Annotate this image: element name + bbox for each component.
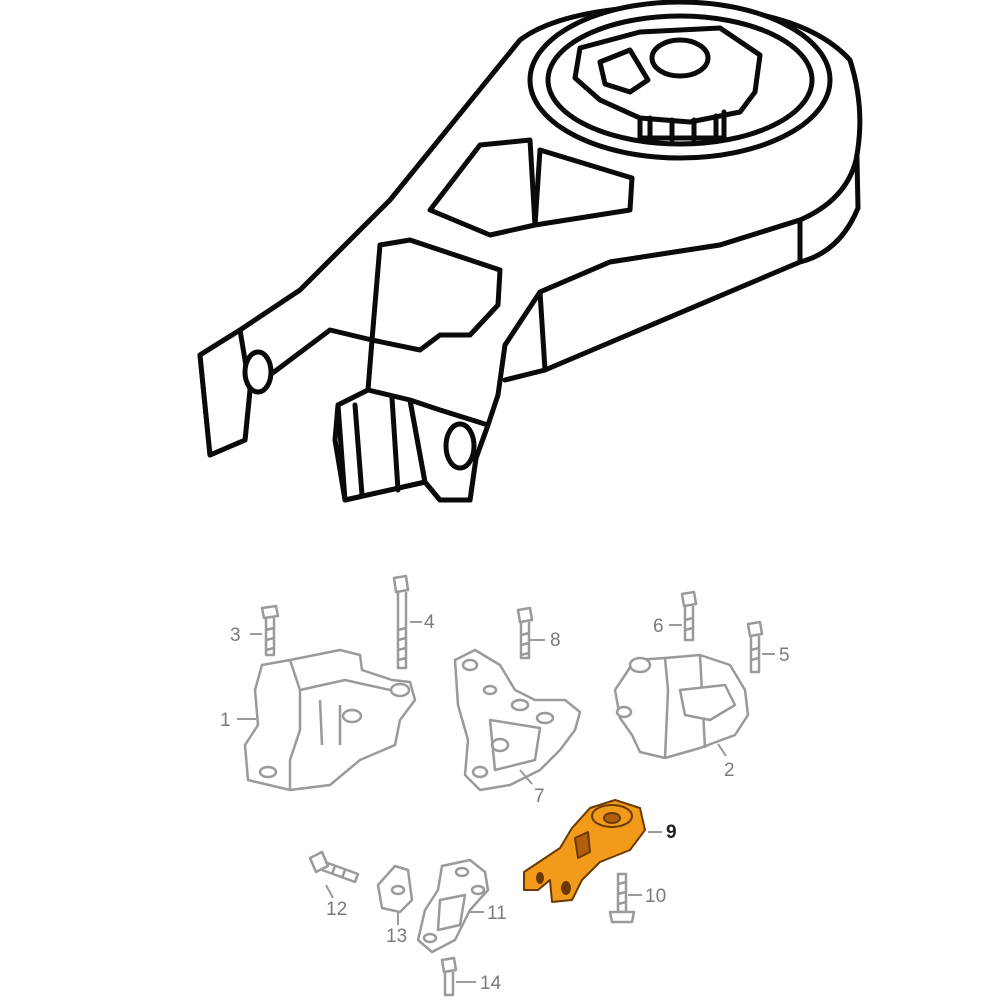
callout-14: 14 [480,973,502,994]
callout-4: 4 [424,612,435,633]
callout-7: 7 [534,786,545,807]
mount-right-tine-hole [443,421,477,471]
mount-left-tine-hole [242,349,274,395]
callout-9: 9 [666,822,677,843]
callout-10: 10 [645,886,666,907]
mount-bushing-insert [597,47,651,95]
mount-fork-cavity [369,237,503,353]
callout-13: 13 [386,926,407,947]
bolt-12 [308,850,360,884]
mount-bushing-ribs [637,109,727,143]
callout-11: 11 [487,903,507,924]
part-11-bracket [416,858,490,954]
part-13-plate [376,864,414,914]
bolts-upper [260,574,764,674]
mount-arm-side-line [502,367,548,383]
enlarged-mount-drawing [197,0,863,503]
mount-left-tine [197,327,253,458]
callout-1: 1 [220,710,231,731]
callout-2: 2 [724,760,735,781]
mount-arm-window [427,137,538,238]
part-1-mount [243,648,417,792]
part-2-mount [613,653,750,760]
part-7-bracket [453,648,582,792]
bolt-14 [440,956,458,997]
callout-6: 6 [653,616,664,637]
mount-bushing-hole [649,37,711,79]
callout-3: 3 [230,625,241,646]
leader-lines [237,621,775,983]
bolt-10 [608,872,636,924]
part-9-highlighted-mount [523,799,646,903]
callout-12: 12 [326,899,347,920]
callout-8: 8 [550,630,561,651]
callout-labels: 1 2 3 4 5 6 7 8 9 10 11 12 13 14 [220,612,790,994]
callout-5: 5 [779,645,790,666]
mount-arm-window-inner [532,147,635,228]
mount-right-tine-edge [352,395,401,498]
